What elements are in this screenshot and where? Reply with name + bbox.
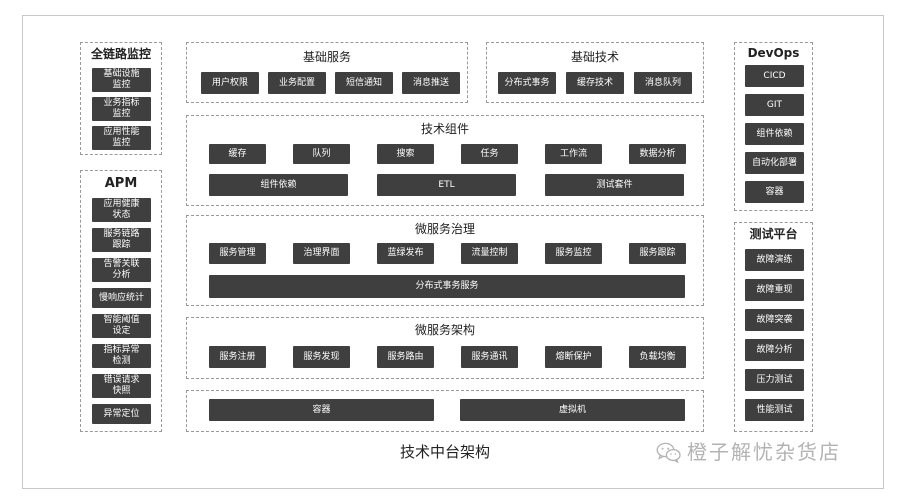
devops-items: CICD GIT 组件依赖 自动化部署 容器 <box>745 65 804 203</box>
item-workflow: 工作流 <box>545 144 602 164</box>
item-service-trace: 服务链路 跟踪 <box>92 228 151 252</box>
item-test-suite: 测试套件 <box>545 174 684 196</box>
devops-title: DevOps <box>747 46 800 60</box>
item-fault-drill: 故障演练 <box>745 249 804 271</box>
full-link-monitoring-group: 全链路监控 基础设施 监控 业务指标 监控 应用性能 监控 <box>80 42 162 155</box>
tech-components-row-1: 缓存 队列 搜索 任务 工作流 数据分析 <box>209 144 686 164</box>
tech-components-group: 技术组件 缓存 队列 搜索 任务 工作流 数据分析 组件依赖 ETL 测试套件 <box>186 115 704 206</box>
basic-services-group: 基础服务 用户权限 业务配置 短信通知 消息推送 <box>186 42 468 103</box>
apm-items: 应用健康 状态 服务链路 跟踪 告警关联 分析 慢响应统计 智能阈值 设定 指标… <box>92 198 151 424</box>
watermark: 橙子解忧杂货店 <box>656 440 841 464</box>
item-business-metrics-monitoring: 业务指标 监控 <box>92 97 151 121</box>
item-governance-ui: 治理界面 <box>293 243 350 264</box>
microservice-architecture-items: 服务注册 服务发现 服务路由 服务通讯 熔断保护 负载均衡 <box>209 346 686 368</box>
microservice-architecture-title: 微服务架构 <box>414 323 475 337</box>
item-search: 搜索 <box>377 144 434 164</box>
test-platform-items: 故障演练 故障重现 故障突袭 故障分析 压力测试 性能测试 <box>745 249 804 421</box>
item-user-permissions: 用户权限 <box>201 72 259 94</box>
item-component-dependency: 组件依赖 <box>209 174 348 196</box>
item-distributed-transaction-service: 分布式事务服务 <box>209 275 685 298</box>
item-error-request-snapshot: 错误请求 快照 <box>92 374 151 398</box>
item-blue-green-release: 蓝绿发布 <box>377 243 434 264</box>
item-circuit-breaker: 熔断保护 <box>545 346 602 368</box>
item-service-management: 服务管理 <box>209 243 266 264</box>
diagram-title: 技术中台架构 <box>399 443 490 461</box>
item-devops-component-dependency: 组件依赖 <box>745 123 804 145</box>
item-service-monitoring: 服务监控 <box>545 243 602 264</box>
basic-technology-title: 基础技术 <box>570 50 619 64</box>
item-message-push: 消息推送 <box>402 72 460 94</box>
item-data-analysis: 数据分析 <box>629 144 686 164</box>
item-etl: ETL <box>377 174 516 196</box>
wechat-icon <box>656 442 681 463</box>
item-infrastructure-monitoring: 基础设施 监控 <box>92 68 151 92</box>
item-devops-container: 容器 <box>745 181 804 203</box>
item-distributed-transaction: 分布式事务 <box>498 72 556 94</box>
item-cache: 缓存 <box>209 144 266 164</box>
basic-services-items: 用户权限 业务配置 短信通知 消息推送 <box>201 72 460 94</box>
item-cicd: CICD <box>745 65 804 87</box>
item-anomaly-location: 异常定位 <box>92 404 151 424</box>
item-service-registry: 服务注册 <box>209 346 266 368</box>
item-metric-anomaly-detection: 指标异常 检测 <box>92 344 151 368</box>
infrastructure-items: 容器 虚拟机 <box>209 399 685 421</box>
full-link-monitoring-title: 全链路监控 <box>90 47 151 61</box>
basic-services-title: 基础服务 <box>302 50 351 64</box>
item-slow-response-stats: 慢响应统计 <box>92 288 151 308</box>
item-load-balancing: 负载均衡 <box>629 346 686 368</box>
item-app-health-status: 应用健康 状态 <box>92 198 151 222</box>
microservice-governance-group: 微服务治理 服务管理 治理界面 蓝绿发布 流量控制 服务监控 服务跟踪 分布式事… <box>186 215 704 306</box>
item-task: 任务 <box>461 144 518 164</box>
tech-components-row-2: 组件依赖 ETL 测试套件 <box>209 174 684 196</box>
apm-group: APM 应用健康 状态 服务链路 跟踪 告警关联 分析 慢响应统计 智能阈值 设… <box>80 170 162 432</box>
test-platform-group: 测试平台 故障演练 故障重现 故障突袭 故障分析 压力测试 性能测试 <box>734 222 813 432</box>
devops-group: DevOps CICD GIT 组件依赖 自动化部署 容器 <box>734 42 813 211</box>
full-link-monitoring-items: 基础设施 监控 业务指标 监控 应用性能 监控 <box>92 68 151 150</box>
item-fault-reproduction: 故障重现 <box>745 279 804 301</box>
basic-technology-items: 分布式事务 缓存技术 消息队列 <box>498 72 692 94</box>
microservice-governance-row-1: 服务管理 治理界面 蓝绿发布 流量控制 服务监控 服务跟踪 <box>209 243 686 264</box>
item-container: 容器 <box>209 399 434 421</box>
item-automated-deployment: 自动化部署 <box>745 152 804 174</box>
microservice-governance-title: 微服务治理 <box>414 222 475 236</box>
item-service-discovery: 服务发现 <box>293 346 350 368</box>
item-fault-raid: 故障突袭 <box>745 309 804 331</box>
item-git: GIT <box>745 94 804 116</box>
item-performance-test: 性能测试 <box>745 399 804 421</box>
microservice-architecture-group: 微服务架构 服务注册 服务发现 服务路由 服务通讯 熔断保护 负载均衡 <box>186 317 704 379</box>
item-fault-analysis: 故障分析 <box>745 339 804 361</box>
item-smart-threshold-setting: 智能阈值 设定 <box>92 314 151 338</box>
apm-title: APM <box>104 176 138 191</box>
diagram-frame <box>22 15 884 489</box>
item-service-tracing: 服务跟踪 <box>629 243 686 264</box>
item-virtual-machine: 虚拟机 <box>460 399 685 421</box>
item-cache-technology: 缓存技术 <box>566 72 624 94</box>
test-platform-title: 测试平台 <box>749 227 798 241</box>
microservice-governance-row-2: 分布式事务服务 <box>209 275 685 298</box>
item-alert-correlation-analysis: 告警关联 分析 <box>92 258 151 282</box>
item-message-queue: 消息队列 <box>634 72 692 94</box>
item-app-performance-monitoring: 应用性能 监控 <box>92 126 151 150</box>
item-business-config: 业务配置 <box>268 72 326 94</box>
item-traffic-control: 流量控制 <box>461 243 518 264</box>
item-service-communication: 服务通讯 <box>461 346 518 368</box>
infrastructure-group: 容器 虚拟机 <box>186 390 704 432</box>
watermark-text: 橙子解忧杂货店 <box>687 440 841 464</box>
tech-components-title: 技术组件 <box>420 122 469 136</box>
item-queue: 队列 <box>293 144 350 164</box>
item-service-routing: 服务路由 <box>377 346 434 368</box>
basic-technology-group: 基础技术 分布式事务 缓存技术 消息队列 <box>486 42 704 103</box>
item-sms-notification: 短信通知 <box>335 72 393 94</box>
item-stress-test: 压力测试 <box>745 369 804 391</box>
